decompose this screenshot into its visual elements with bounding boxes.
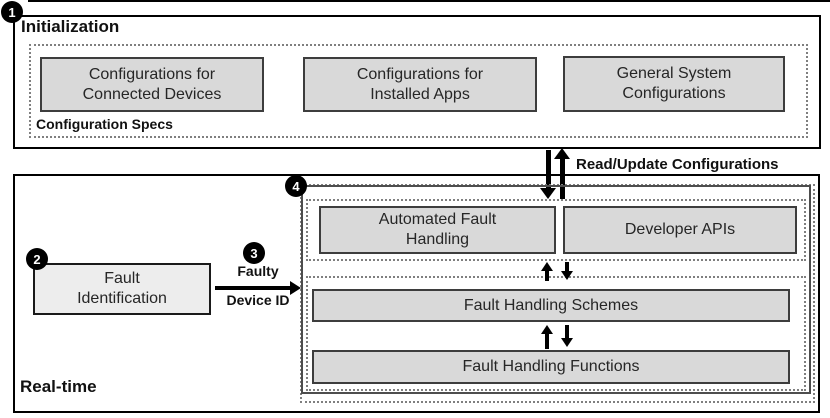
initialization-box xyxy=(13,15,821,149)
up-arrow-icon xyxy=(545,270,549,281)
down-arrowhead-icon xyxy=(561,338,573,347)
realtime-box xyxy=(13,174,820,413)
handling-top-group-box xyxy=(306,199,806,261)
top-rule xyxy=(28,0,830,2)
initialization-title: Initialization xyxy=(21,17,120,36)
module-solid-box xyxy=(301,185,811,394)
faulty-label: Faulty xyxy=(237,263,279,279)
developer-apis-box: Developer APIs xyxy=(563,206,797,254)
automated-fault-handling-box: Automated Fault Handling xyxy=(319,206,556,254)
up-arrowhead-icon xyxy=(554,148,570,159)
faulty-device-arrow-icon xyxy=(215,286,291,290)
up-arrow-icon xyxy=(560,158,565,199)
down-arrow-icon xyxy=(565,262,569,272)
right-arrowhead-icon xyxy=(290,281,301,295)
fault-handling-functions-bar: Fault Handling Functions xyxy=(312,350,790,384)
installed-apps-config-box: Configurations for Installed Apps xyxy=(303,57,537,112)
step-badge-4: 4 xyxy=(285,175,307,197)
down-arrow-icon xyxy=(546,150,551,189)
step-badge-3: 3 xyxy=(243,242,265,264)
step-badge-2: 2 xyxy=(26,248,48,270)
up-arrowhead-icon xyxy=(541,325,553,334)
step-badge-1: 1 xyxy=(1,1,23,23)
fault-identification-box: Fault Identification xyxy=(33,263,211,315)
connected-devices-config-box: Configurations for Connected Devices xyxy=(40,57,264,112)
configuration-specs-label: Configuration Specs xyxy=(36,116,173,132)
down-arrowhead-icon xyxy=(540,188,556,199)
device-id-label: Device ID xyxy=(226,292,290,308)
configuration-specs-box xyxy=(29,44,808,138)
handling-bottom-group-box xyxy=(306,276,806,391)
fault-handling-schemes-bar: Fault Handling Schemes xyxy=(312,289,790,322)
general-system-config-box: General System Configurations xyxy=(563,56,785,112)
down-arrow-icon xyxy=(565,325,569,339)
read-update-configurations-label: Read/Update Configurations xyxy=(576,156,779,173)
realtime-title: Real-time xyxy=(20,377,97,396)
down-arrowhead-icon xyxy=(561,271,573,280)
up-arrowhead-icon xyxy=(541,262,553,271)
up-arrow-icon xyxy=(545,333,549,349)
